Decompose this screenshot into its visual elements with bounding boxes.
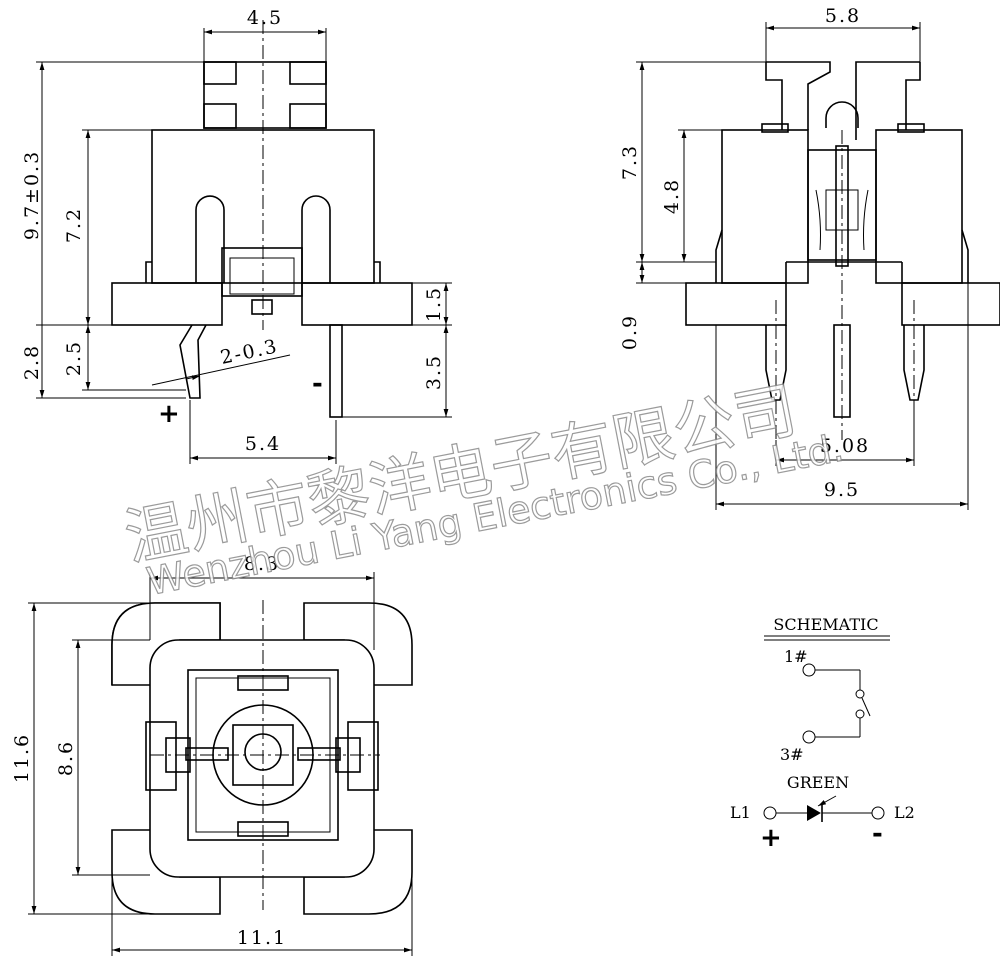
side-dim-height: 7.3 bbox=[619, 144, 641, 180]
top-dim-inner-height: 8.6 bbox=[55, 740, 77, 776]
side-dim-pin-pitch: 5.08 bbox=[820, 435, 870, 457]
side-dim-top-width: 5.8 bbox=[825, 5, 861, 27]
schematic-title: SCHEMATIC bbox=[773, 615, 878, 634]
front-dim-flange: 1.5 bbox=[423, 286, 445, 322]
top-dim-outer-width: 11.1 bbox=[237, 927, 287, 949]
top-dim-inner-width: 8.3 bbox=[244, 553, 280, 575]
front-minus-label: - bbox=[312, 369, 323, 399]
front-plus-label: + bbox=[158, 399, 180, 429]
side-view: 5.8 7.3 4.8 0.9 5.08 9.5 bbox=[619, 5, 1000, 510]
schematic-led-color: GREEN bbox=[787, 773, 849, 792]
schematic-pin3-label: 3# bbox=[780, 745, 804, 764]
schematic-l1-label: L1 bbox=[730, 803, 751, 822]
top-dim-outer-height: 11.6 bbox=[11, 733, 33, 783]
side-dim-base-width: 9.5 bbox=[824, 479, 860, 501]
front-dim-total-height: 9.7±0.3 bbox=[21, 150, 43, 240]
front-dim-pin-length: 2.5 bbox=[63, 340, 85, 376]
front-view: 4.5 9.7±0.3 7.2 2.8 2.5 2-0.3 1.5 3.5 bbox=[21, 7, 452, 464]
side-dim-body: 4.8 bbox=[661, 178, 683, 214]
side-dim-base: 0.9 bbox=[619, 314, 641, 350]
front-dim-body-height: 7.2 bbox=[63, 207, 85, 243]
top-view: 8.3 11.6 8.6 11.1 bbox=[11, 553, 413, 956]
schematic-pin1-label: 1# bbox=[784, 647, 808, 666]
schematic: SCHEMATIC 1# 3# GREEN L1 L2 + - bbox=[730, 615, 915, 853]
schematic-l2-label: L2 bbox=[894, 803, 915, 822]
schematic-plus: + bbox=[760, 823, 782, 853]
front-dim-pin-pitch: 5.4 bbox=[245, 433, 281, 455]
watermark: 温州市黎洋电子有限公司 Wenzhou Li Yang Electronics … bbox=[118, 372, 847, 604]
front-dim-pin-extend: 2.8 bbox=[21, 344, 43, 380]
schematic-minus: - bbox=[872, 819, 883, 849]
front-dim-lead-length: 3.5 bbox=[423, 354, 445, 390]
front-dim-top-width: 4.5 bbox=[247, 7, 283, 29]
